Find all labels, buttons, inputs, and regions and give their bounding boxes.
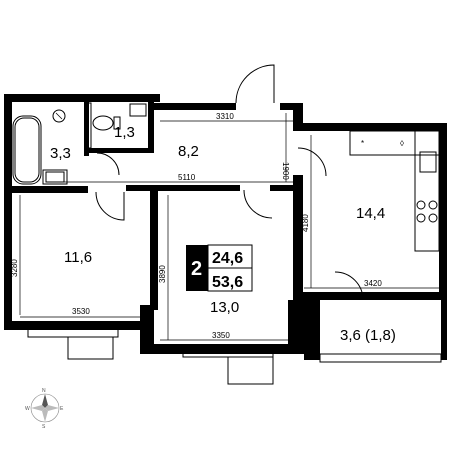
dim-bedroom-width: 3530 <box>72 307 90 316</box>
area-balcony: 3,6 (1,8) <box>340 327 396 344</box>
living-area: 24,6 <box>212 250 243 267</box>
dimension-lines <box>19 113 439 341</box>
compass-e: E <box>60 406 64 412</box>
windows <box>27 328 442 385</box>
dim-living-width: 3350 <box>212 331 230 340</box>
area-toilet: 1,3 <box>114 124 135 141</box>
rooms-count: 2 <box>191 258 202 280</box>
svg-text:*: * <box>361 139 364 148</box>
walls <box>4 94 447 360</box>
area-kitchen: 14,4 <box>356 205 385 222</box>
dim-hall-width: 3310 <box>216 112 234 121</box>
dim-kitchen-height: 4180 <box>301 214 310 232</box>
dim-bedroom-height: 3280 <box>10 259 19 277</box>
dim-living-height: 3890 <box>158 265 167 283</box>
svg-text:◊: ◊ <box>400 139 404 148</box>
area-hallway: 8,2 <box>178 143 199 160</box>
dim-kitchen-width: 3420 <box>364 279 382 288</box>
bathroom-fixtures <box>12 102 147 185</box>
compass-w: W <box>25 406 30 412</box>
door-swings <box>95 64 364 301</box>
summary-badge: 2 24,6 53,6 <box>186 244 253 292</box>
area-bedroom: 11,6 <box>64 249 92 266</box>
kitchen-fixtures: * ◊ <box>349 130 440 252</box>
area-bathroom: 3,3 <box>50 145 71 162</box>
dim-corridor-length: 5110 <box>178 173 196 182</box>
area-living-room: 13,0 <box>210 299 239 316</box>
compass-s: S <box>42 424 46 430</box>
total-area: 53,6 <box>212 274 243 291</box>
compass-icon: N E S W <box>25 388 64 430</box>
dim-hall-depth: 1900 <box>281 162 290 180</box>
compass-n: N <box>42 388 46 394</box>
